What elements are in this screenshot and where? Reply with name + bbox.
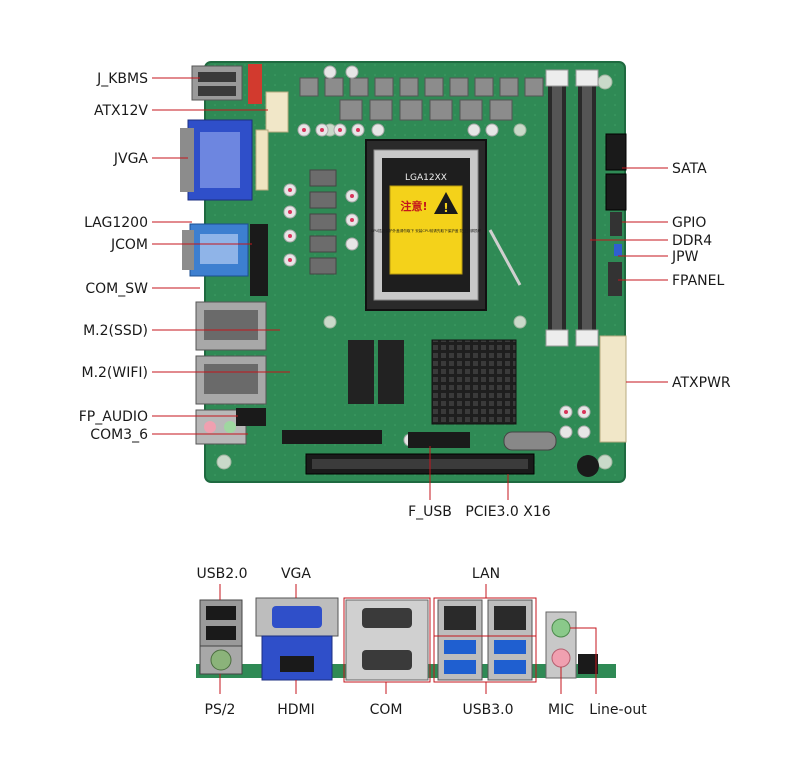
- label-com-sw: COM_SW: [85, 281, 148, 297]
- warning-triangle-icon: [434, 192, 458, 214]
- label-m2-wifi: M.2(WIFI): [81, 365, 148, 381]
- rear-io-board: [180, 65, 267, 445]
- fp-audio-header: [236, 408, 266, 426]
- mosfets: [309, 169, 337, 275]
- label-pcie3-x16: PCIE3.0 X16: [465, 504, 550, 520]
- atxpwr-connector: [599, 335, 627, 443]
- rear-io-panel: [196, 597, 616, 683]
- label-jvga: JVGA: [113, 151, 149, 167]
- label-f-usb: F_USB: [408, 504, 452, 520]
- label-line-out: Line-out: [589, 702, 647, 718]
- label-atxpwr: ATXPWR: [672, 375, 731, 391]
- usb3-highlight-box: [433, 635, 537, 683]
- chipset-heatsink: [431, 339, 517, 425]
- label-fp-audio: FP_AUDIO: [79, 409, 148, 425]
- label-ddr4: DDR4: [672, 233, 712, 249]
- atx12v-connector: [265, 91, 289, 133]
- ddr4-slots: [545, 69, 599, 347]
- label-com: COM: [370, 702, 403, 718]
- label-lag1200: LAG1200: [84, 215, 148, 231]
- warning-text: CPU插座保护外盖请勿取下 安装CPU前请先取下保护盖 防止针脚损坏: [371, 228, 482, 233]
- jpw-jumper: [614, 244, 622, 256]
- gpio-header: [610, 212, 622, 236]
- board-top-view: ! 注意! CPU插座保护外盖请勿取下 安装CPU前请先取下保护盖 防止针脚损坏…: [180, 61, 627, 483]
- capacitor-tops: [288, 128, 586, 414]
- socket-label: LGA12XX: [405, 173, 447, 183]
- f-usb-header: [408, 432, 470, 448]
- label-lan: LAN: [472, 566, 500, 582]
- vga-port: [255, 597, 339, 637]
- label-ps2: PS/2: [205, 702, 236, 718]
- jcom-header: [250, 224, 268, 296]
- svg-text:!: !: [443, 201, 448, 215]
- cpu-socket: ! 注意! CPU插座保护外盖请勿取下 安装CPU前请先取下保护盖 防止针脚损坏…: [365, 139, 522, 311]
- label-hdmi: HDMI: [277, 702, 315, 718]
- warning-title: 注意!: [400, 199, 427, 213]
- label-gpio: GPIO: [672, 215, 706, 231]
- label-atx12v: ATX12V: [94, 103, 148, 119]
- battery: [503, 431, 557, 451]
- m2-slot-1: [348, 340, 374, 404]
- label-mic: MIC: [548, 702, 574, 718]
- vga-header: [255, 129, 269, 191]
- label-jcom: JCOM: [110, 237, 148, 253]
- label-j-kbms: J_KBMS: [96, 71, 148, 87]
- board-leader-lines: [152, 77, 668, 500]
- mic-jack: [551, 648, 571, 668]
- sata-connector-2: [605, 173, 627, 211]
- label-com3-6: COM3_6: [90, 427, 148, 443]
- io-labels: USB2.0 VGA LAN PS/2 HDMI COM USB3.0 MIC …: [196, 566, 647, 718]
- com-port-board: [189, 223, 249, 277]
- buzzer: [577, 455, 599, 477]
- vrm-inductors: [299, 77, 544, 121]
- board-labels: J_KBMS ATX12V JVGA LAG1200 JCOM COM_SW M…: [79, 71, 731, 520]
- label-m2-ssd: M.2(SSD): [83, 323, 148, 339]
- label-usb2: USB2.0: [196, 566, 247, 582]
- com-highlight-box: [343, 597, 431, 683]
- label-vga: VGA: [281, 566, 311, 582]
- line-out-jack: [551, 618, 571, 638]
- m2-slot-2: [378, 340, 404, 404]
- label-jpw: JPW: [671, 249, 699, 265]
- label-fpanel: FPANEL: [672, 273, 724, 289]
- com-header: [282, 430, 382, 444]
- sata-connector-1: [605, 133, 627, 171]
- kbms-header: [248, 64, 262, 104]
- fpanel-header: [608, 262, 622, 296]
- label-sata: SATA: [672, 161, 707, 177]
- io-leader-lines: [219, 584, 597, 694]
- label-usb3: USB3.0: [462, 702, 513, 718]
